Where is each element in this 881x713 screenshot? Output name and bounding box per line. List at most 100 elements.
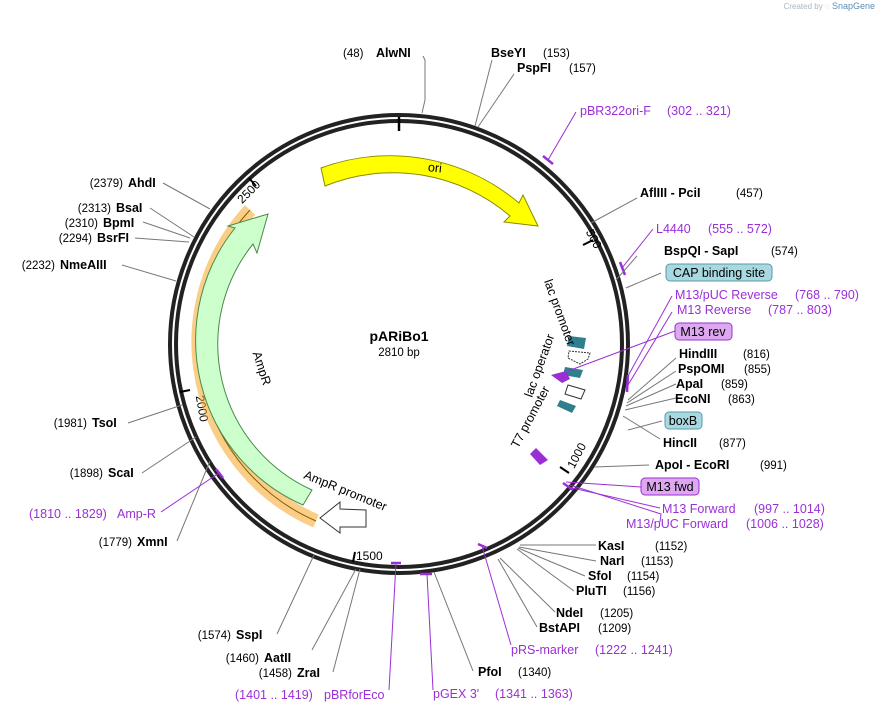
m13-rev-marker <box>551 371 570 383</box>
lac-promoter-arrow <box>567 350 591 365</box>
enzyme-afliii-sep: - <box>667 186 678 200</box>
box-boxb-bg <box>664 411 703 430</box>
enzyme-pfoi-pos: (1340) <box>518 667 551 679</box>
primer-m13-forward: M13 Forward <box>662 502 736 516</box>
box-m13-fwd: M13 fwd <box>640 477 700 496</box>
primer-m13-puc-forward-range: (1006 .. 1028) <box>746 517 824 531</box>
ampr-promoter-arrow <box>319 500 367 534</box>
primer-pgex3-range: (1341 .. 1363) <box>495 687 573 701</box>
ampr-label: AmpR <box>250 350 274 387</box>
primer-pbr322ori-f-range: (302 .. 321) <box>667 104 731 118</box>
enzyme-hincii-pos: (877) <box>719 438 746 450</box>
enzyme-ndei: NdeI <box>556 606 583 620</box>
enzyme-bspqi: BspQI <box>664 244 701 258</box>
enzyme-nmeaiii: NmeAIII <box>60 258 107 272</box>
snapgene-logo-icon: ◌ <box>824 2 830 11</box>
enzyme-pcii: PciI <box>678 186 700 200</box>
enzyme-ecori-pos: (991) <box>760 460 787 472</box>
ampr-promoter-label: AmpR promoter <box>302 468 389 514</box>
box-cap-label: CAP binding site <box>673 266 765 280</box>
enzyme-tsoi: TsoI <box>92 416 117 430</box>
enzyme-bspqi-sapi: BspQI - SapI <box>664 244 738 258</box>
enzyme-bstapi-pos: (1209) <box>598 623 631 635</box>
tick-mark-1000 <box>559 466 570 474</box>
primer-pbrforeco: pBRforEco <box>324 688 384 702</box>
enzyme-leader-lines <box>121 55 677 673</box>
enzyme-pluti-pos: (1156) <box>623 586 656 598</box>
enzyme-pspfi: PspFI <box>517 61 551 75</box>
box-cap-binding-site: CAP binding site <box>665 263 773 282</box>
enzyme-econi-pos: (863) <box>728 394 755 406</box>
primer-prs-marker-range: (1222 .. 1241) <box>595 643 673 657</box>
primer-pbr322ori-f: pBR322ori-F <box>580 104 651 118</box>
tick-mark-2000 <box>179 389 191 393</box>
enzyme-sapi: SapI <box>712 244 738 258</box>
enzyme-econi: EcoNI <box>675 392 710 406</box>
enzyme-xmni-pos: (1779) <box>99 537 132 549</box>
enzyme-pcii-pos: (457) <box>736 188 763 200</box>
enzyme-sspi-pos: (1574) <box>198 630 231 642</box>
enzyme-aatii-pos: (1460) <box>226 653 259 665</box>
enzyme-bseyi: BseYI <box>491 46 526 60</box>
enzyme-alwni-pos: (48) <box>343 48 364 60</box>
enzyme-scai-pos: (1898) <box>70 468 103 480</box>
primer-markers <box>215 155 630 576</box>
enzyme-zrai: ZraI <box>297 666 320 680</box>
enzyme-apai-pos: (859) <box>721 379 748 391</box>
primer-m13-forward-range: (997 .. 1014) <box>754 502 825 516</box>
backbone-outer <box>168 113 630 575</box>
t7-promoter-arrow <box>530 448 548 465</box>
enzyme-bsai-pos: (2313) <box>78 203 111 215</box>
enzyme-apai: ApaI <box>676 377 703 391</box>
tick-mark-2500 <box>248 177 257 187</box>
enzyme-pspomi: PspOMI <box>678 362 725 376</box>
enzyme-bsrfi: BsrFI <box>97 231 129 245</box>
enzyme-zrai-pos: (1458) <box>259 668 292 680</box>
enzyme-ahdi: AhdI <box>128 176 156 190</box>
primer-amp-r-range: (1810 .. 1829) <box>29 507 107 521</box>
enzyme-apoi: ApoI <box>655 458 683 472</box>
enzyme-kasi-pos: (1152) <box>655 541 688 553</box>
enzyme-sfoi: SfoI <box>588 569 612 583</box>
enzyme-nmeaiii-pos: (2232) <box>22 260 55 272</box>
enzyme-bsrfi-pos: (2294) <box>59 233 92 245</box>
right-enzyme-labels: AflIII - PciI (457) BspQI - SapI (574) H… <box>478 186 798 679</box>
box-m13-rev-bg <box>674 322 733 341</box>
enzyme-ndei-pos: (1205) <box>600 608 633 620</box>
enzyme-pfoi: PfoI <box>478 665 502 679</box>
box-m13-rev-label: M13 rev <box>680 325 726 339</box>
enzyme-scai: ScaI <box>108 466 134 480</box>
enzyme-sfoi-pos: (1154) <box>627 571 660 583</box>
enzyme-bpmi-pos: (2310) <box>65 218 98 230</box>
box-boxb-label: boxB <box>669 414 698 428</box>
plasmid-name: pARiBo1 <box>369 328 428 344</box>
enzyme-apoi-sep: - <box>683 458 694 472</box>
enzyme-bspqi-sep: - <box>701 244 712 258</box>
primer-pbrforeco-range: (1401 .. 1419) <box>235 688 313 702</box>
enzyme-nari: NarI <box>600 554 624 568</box>
enzyme-pspomi-pos: (855) <box>744 364 771 376</box>
enzyme-nari-pos: (1153) <box>641 556 674 568</box>
enzyme-afliii-pcii: AflIII - PciI <box>640 186 700 200</box>
tick-label-1500: 1500 <box>356 549 383 563</box>
enzyme-alwni: AlwNI <box>376 46 411 60</box>
enzyme-bseyi-pos: (153) <box>543 48 570 60</box>
primer-leader-lines <box>160 111 676 691</box>
enzyme-ahdi-pos: (2379) <box>90 178 123 190</box>
primer-m13-reverse: M13 Reverse <box>677 303 751 317</box>
enzyme-hindiii: HindIII <box>679 347 717 361</box>
enzyme-bstapi: BstAPI <box>539 621 580 635</box>
tick-mark-1500 <box>352 551 356 563</box>
primer-pgex3: pGEX 3' <box>433 687 479 701</box>
cap-site-marker <box>567 336 586 349</box>
plasmid-length: 2810 bp <box>378 347 420 359</box>
enzyme-pspfi-pos: (157) <box>569 63 596 75</box>
box-m13-fwd-label: M13 fwd <box>646 480 693 494</box>
boxb-marker <box>557 400 576 413</box>
primer-amp-r: Amp-R <box>117 507 156 521</box>
ampr-feature-arrow <box>195 213 313 506</box>
enzyme-bsai: BsaI <box>116 201 142 215</box>
enzyme-ecori: EcoRI <box>694 458 729 472</box>
enzyme-tsoi-pos: (1981) <box>54 418 87 430</box>
enzyme-pluti: PluTI <box>576 584 607 598</box>
